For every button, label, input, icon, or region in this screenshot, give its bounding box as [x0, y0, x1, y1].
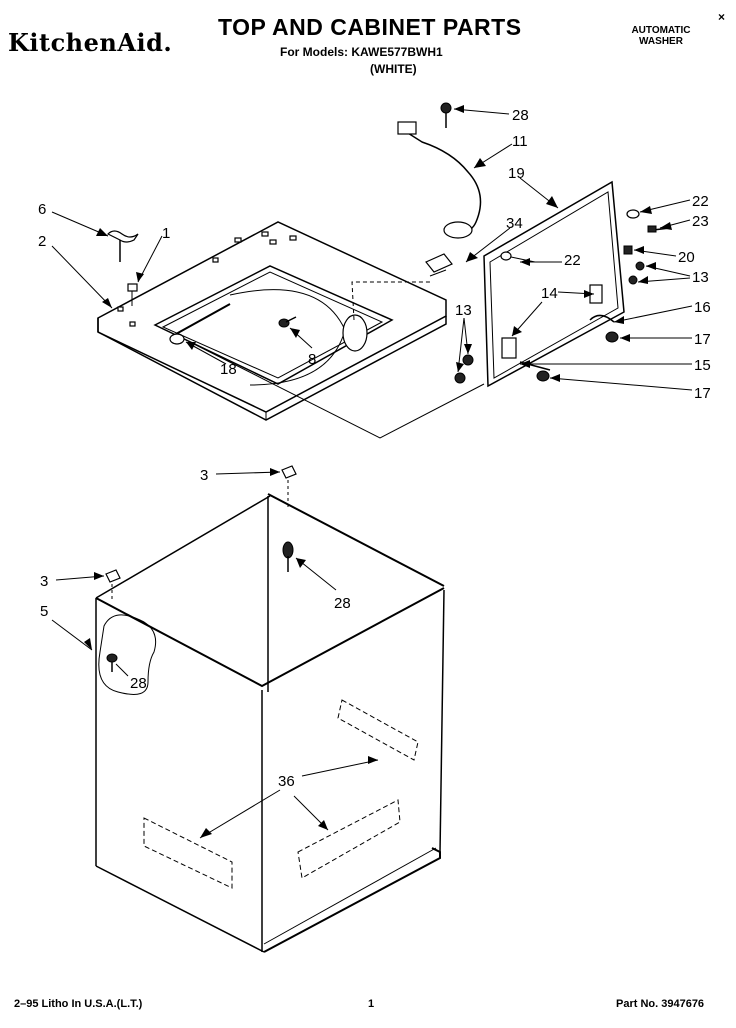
callout-16: 16 [694, 299, 711, 316]
callout-20: 20 [678, 249, 695, 266]
callout-8: 8 [308, 351, 316, 368]
screw-28-top [440, 102, 452, 128]
callout-28-top: 28 [512, 107, 529, 124]
clip-3-lower [105, 569, 121, 602]
callout-18: 18 [220, 361, 237, 378]
callout-14: 14 [541, 285, 558, 302]
lid-switch-34 [425, 253, 453, 273]
callout-23: 23 [692, 213, 709, 230]
product-type: AUTOMATIC WASHER [616, 25, 706, 47]
callout-2: 2 [38, 233, 46, 250]
callout-28-cutaway: 28 [130, 675, 147, 692]
product-type-line1: AUTOMATIC [631, 25, 691, 36]
callout-3-upper: 3 [200, 467, 208, 484]
callout-11: 11 [512, 133, 528, 150]
screw-28-cabinet [282, 541, 294, 572]
callout-28-cabinet: 28 [334, 595, 351, 612]
color-label: (WHITE) [370, 62, 417, 76]
footer-print-info: 2–95 Litho In U.S.A.(L.T.) [14, 998, 143, 1010]
lid-frame [483, 180, 625, 388]
corner-mark: × [718, 10, 726, 24]
callout-22-right: 22 [692, 193, 709, 210]
wire-harness-11 [397, 121, 482, 239]
footer-part-number: Part No. 3947676 [616, 998, 705, 1010]
callout-numbers: 28 11 19 22 23 34 22 20 13 14 16 17 13 1… [38, 107, 711, 790]
callout-13-right: 13 [692, 269, 709, 286]
product-type-line2: WASHER [639, 36, 683, 47]
part-18 [169, 333, 185, 345]
callout-3-lower: 3 [40, 573, 48, 590]
callout-5: 5 [40, 603, 48, 620]
leader-lines [51, 108, 693, 839]
washer-top-panel [97, 221, 447, 421]
page-title: TOP AND CABINET PARTS [218, 14, 522, 40]
callout-34: 34 [506, 215, 523, 232]
callout-13-left: 13 [455, 302, 472, 319]
clip-1 [127, 283, 138, 306]
callout-1: 1 [162, 225, 170, 242]
callout-22-inner: 22 [564, 252, 581, 269]
screw-8 [278, 316, 297, 328]
callout-17-lower: 17 [694, 385, 711, 402]
clip-6 [106, 230, 139, 262]
model-number: For Models: KAWE577BWH1 [280, 45, 443, 59]
clip-3-upper [281, 465, 297, 510]
callout-19: 19 [508, 165, 525, 182]
callout-15: 15 [694, 357, 711, 374]
callout-36: 36 [278, 773, 295, 790]
brand-logo: KitchenAid. [8, 28, 173, 57]
cabinet-5 [95, 493, 445, 953]
cabinet-cutaway [98, 614, 157, 695]
callout-17-upper: 17 [694, 331, 711, 348]
callout-6: 6 [38, 201, 46, 218]
footer-page-number: 1 [368, 998, 375, 1010]
arrow-heads [84, 105, 672, 838]
